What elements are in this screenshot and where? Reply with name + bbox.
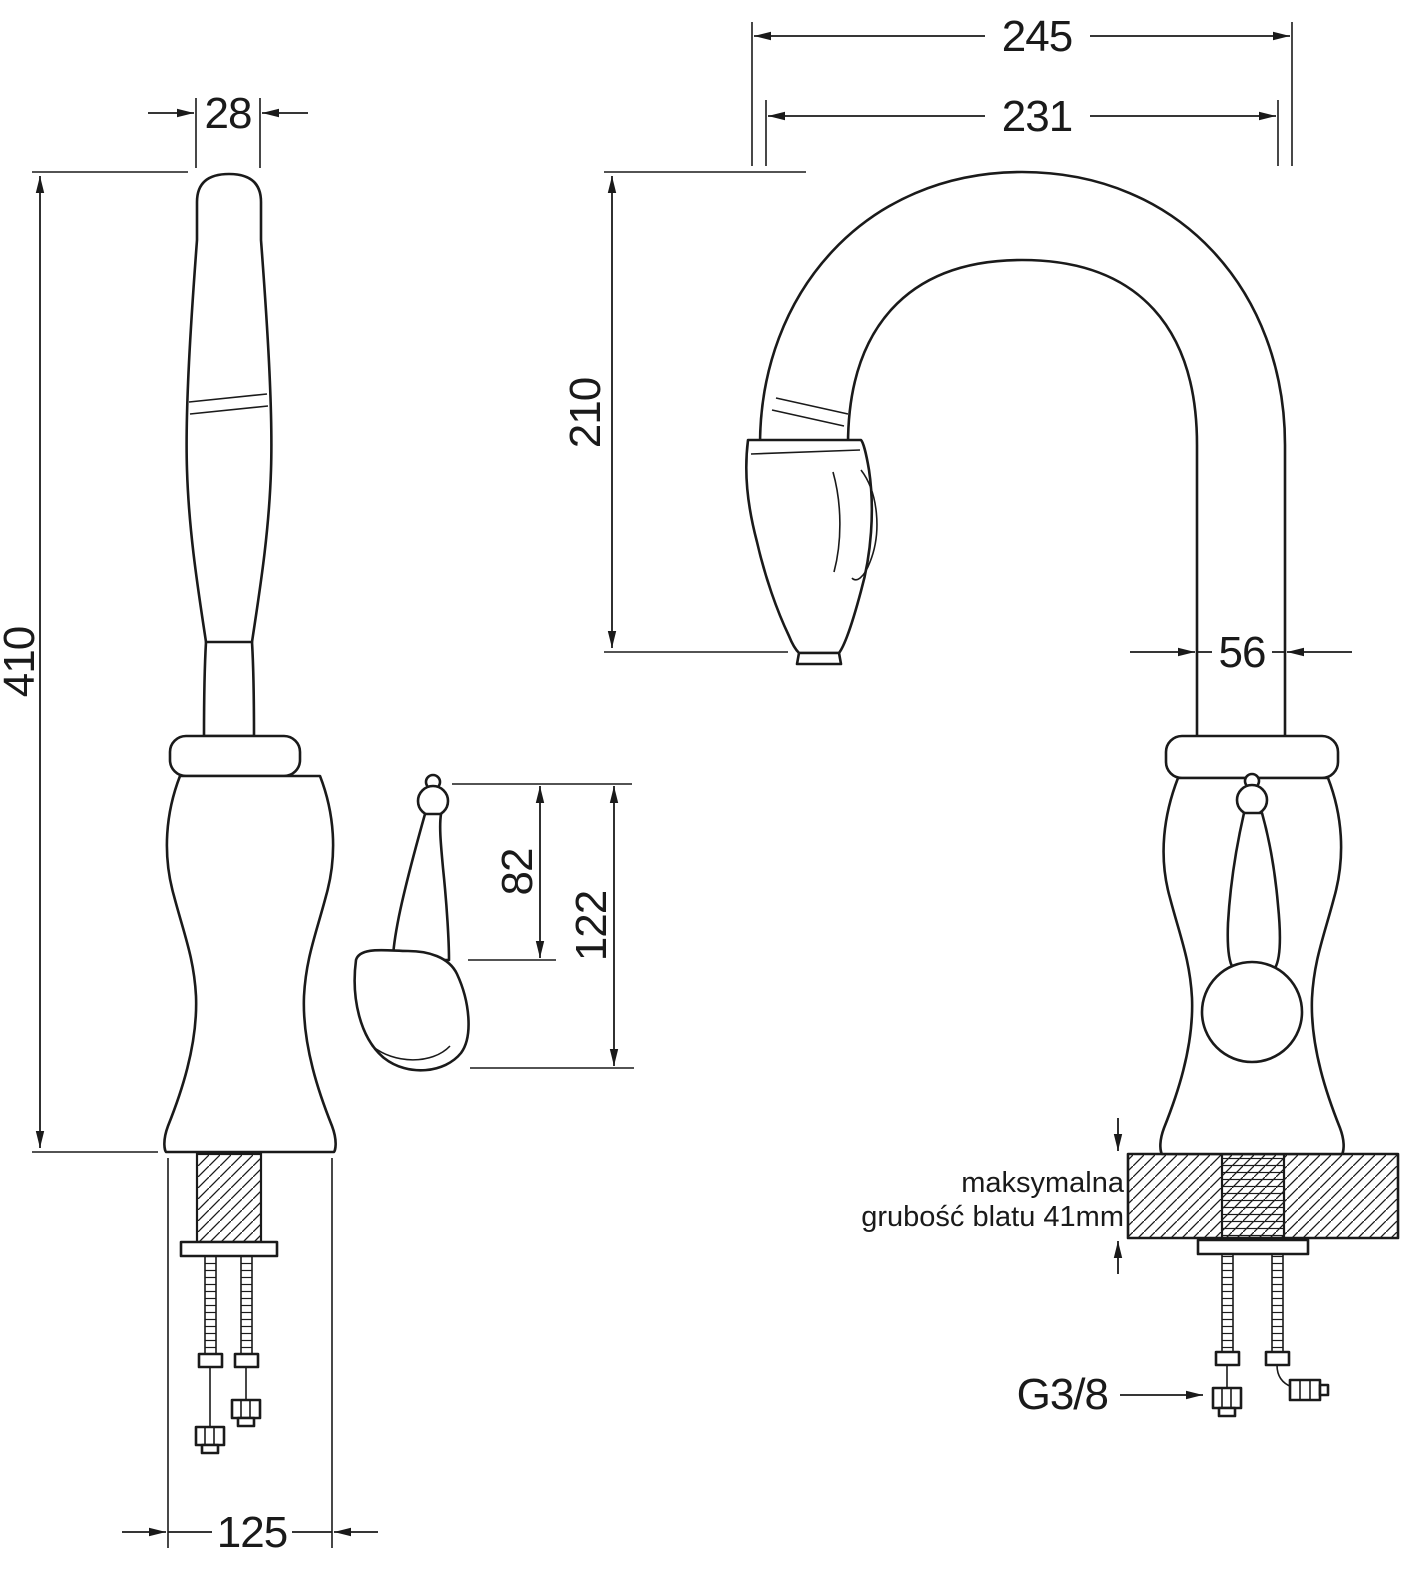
spout-arch-inner	[846, 258, 1199, 742]
side-view-mounting	[179, 1152, 279, 1455]
hose-hex-lines	[1299, 1380, 1311, 1400]
dim-label-handle-overall-height: 122	[567, 891, 616, 961]
dim-label-base-width: 125	[217, 1508, 287, 1557]
hose-hex-fitting	[1288, 1378, 1322, 1402]
dimension-top-width: 28	[148, 89, 308, 168]
handle-pivot-cap	[1200, 960, 1304, 1064]
dimension-overall-width: 245	[751, 12, 1293, 166]
dimension-spout-height: 210	[561, 171, 806, 653]
handle-knob-ball	[416, 784, 450, 818]
spray-head-trigger	[832, 471, 841, 573]
threaded-shank	[195, 1152, 263, 1244]
dim-label-overall-width: 245	[1002, 12, 1072, 61]
body-collar	[1164, 734, 1340, 780]
dim-label-spout-height: 210	[561, 378, 610, 448]
handle-knob-ball	[1235, 783, 1269, 817]
dimension-total-height: 410	[0, 171, 188, 1153]
dim-label-thread-size: G3/8	[1017, 1370, 1108, 1419]
spout-seam	[188, 393, 269, 415]
mounting-plate	[1196, 1238, 1310, 1256]
mounting-plate	[179, 1240, 279, 1258]
dim-label-pipe-width: 56	[1219, 628, 1266, 677]
side-view: 28 410 82 122 125	[0, 89, 634, 1557]
front-view-faucet-outline	[744, 170, 1345, 1156]
note-line2: grubość blatu 41mm	[861, 1201, 1124, 1233]
dim-label-handle-knob-height: 82	[493, 849, 542, 896]
front-view: 245 231 210 56 maksymalna grubość bl	[561, 12, 1400, 1419]
countertop-section	[1126, 1150, 1400, 1240]
spray-head-ring	[750, 449, 861, 455]
spray-nozzle	[795, 651, 843, 666]
ext-lines-28	[195, 98, 261, 168]
spout-neck	[202, 640, 256, 738]
ext-lines-210	[604, 171, 806, 653]
shank-through-counter	[1220, 1152, 1286, 1240]
arch-seam	[771, 397, 849, 427]
dim-label-total-height: 410	[0, 627, 44, 697]
mounting-stud	[1271, 1253, 1284, 1353]
hose-hex-fitting	[1211, 1386, 1243, 1410]
mounting-stud	[240, 1255, 253, 1355]
dimension-pipe-width: 56	[1130, 628, 1352, 677]
hose-hex-fitting	[230, 1398, 262, 1420]
ext-lines-125	[167, 1158, 333, 1548]
faucet-body	[163, 774, 337, 1154]
hose-hex-lines	[204, 1427, 215, 1445]
hose-tip	[1318, 1383, 1330, 1397]
hose-tip	[1217, 1406, 1237, 1418]
hose-hex-lines	[1221, 1388, 1232, 1408]
ext-lines-410	[32, 171, 188, 1153]
dimension-handle-overall-height: 122	[470, 786, 634, 1069]
dimension-base-width: 125	[122, 1158, 378, 1557]
handle-pivot	[353, 948, 470, 1072]
body-collar	[168, 734, 302, 778]
ext-lines-82	[452, 783, 632, 961]
spray-head-grip	[851, 469, 878, 581]
spout-arch-outer	[758, 170, 1287, 742]
stud-nut	[1214, 1350, 1241, 1367]
dimension-handle-knob-height: 82	[452, 783, 632, 961]
hose	[1226, 1364, 1293, 1388]
ext-lines-231	[765, 100, 1279, 166]
hose-hex-lines	[240, 1400, 251, 1418]
dim-label-top-width: 28	[205, 89, 252, 138]
hose-hex-fitting	[194, 1425, 226, 1447]
spray-head	[744, 438, 874, 655]
ext-lines-245	[751, 22, 1293, 166]
dimension-spout-reach: 231	[765, 92, 1279, 166]
hose-tip	[236, 1416, 256, 1428]
stud-nut	[1264, 1350, 1291, 1367]
handle-lever	[391, 812, 451, 962]
dimension-thread-size: G3/8	[1017, 1370, 1203, 1419]
front-view-mounting	[1196, 1238, 1330, 1418]
dim-label-spout-reach: 231	[1002, 92, 1072, 141]
hose-tip	[200, 1443, 220, 1455]
mounting-stud	[204, 1255, 217, 1355]
side-view-faucet-outline	[163, 172, 470, 1154]
counter-thickness-note: maksymalna grubość blatu 41mm	[861, 1118, 1125, 1274]
mounting-stud	[1221, 1253, 1234, 1353]
note-line1: maksymalna	[961, 1167, 1125, 1199]
spout-wand	[185, 172, 273, 644]
stud-nut	[233, 1352, 260, 1369]
handle-pivot-line	[371, 1045, 451, 1061]
hose	[209, 1367, 247, 1427]
stud-nut	[197, 1352, 224, 1369]
